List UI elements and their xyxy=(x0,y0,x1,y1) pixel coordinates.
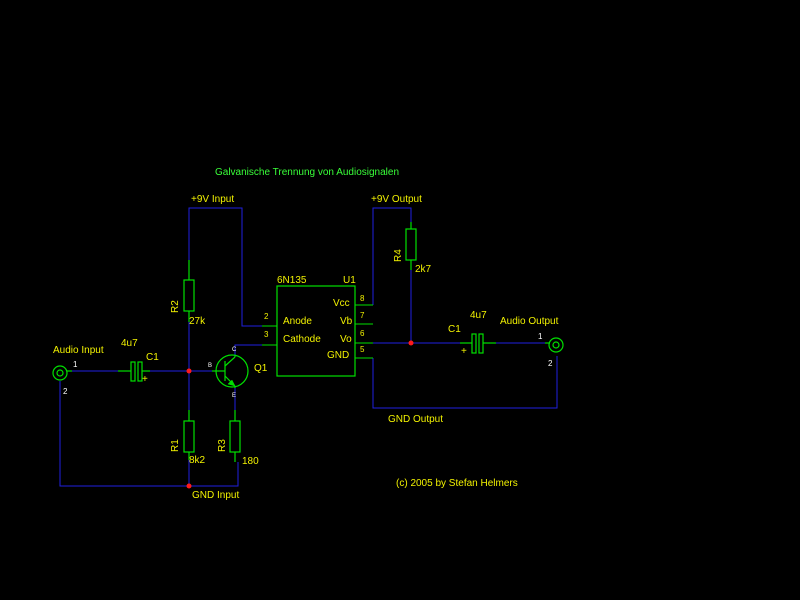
ic-pin-vcc-number: 8 xyxy=(360,294,365,303)
wires xyxy=(59,207,558,487)
net-label-vin: +9V Input xyxy=(191,194,234,205)
ic-pin-anode-number: 2 xyxy=(264,312,269,321)
ic-pin-vo-number: 6 xyxy=(360,329,365,338)
ic-pin-gnd-number: 5 xyxy=(360,345,365,354)
wire-vout xyxy=(372,207,412,305)
junction-base-node xyxy=(186,368,192,374)
q1-base-label: B xyxy=(208,363,212,369)
r1-value: 8k2 xyxy=(189,455,206,466)
net-label-gnd-out: GND Output xyxy=(388,414,443,425)
wire-gnd-in xyxy=(59,381,239,487)
connector-outer-ring xyxy=(548,337,564,353)
c1-input-ref: C1 xyxy=(146,352,159,363)
q1-emitter-label: E xyxy=(232,393,236,399)
r1-ref: R1 xyxy=(170,439,181,452)
audio-output-pin2: 2 xyxy=(548,359,553,368)
ic-part-number: 6N135 xyxy=(277,275,307,286)
schematic-title: Galvanische Trennung von Audiosignalen xyxy=(215,167,399,178)
ic-pin-cathode-name: Cathode xyxy=(283,334,321,345)
ic-pin-vb-name: Vb xyxy=(340,316,353,327)
optocoupler-u1: 6N135 U1 Anode Cathode 2 3 Vcc Vb Vo GND… xyxy=(262,275,373,377)
resistor-r2: R2 27k xyxy=(170,260,206,327)
capacitor-c1-output: 4u7 C1 + xyxy=(448,310,496,357)
q1-collector-label: C xyxy=(232,347,237,353)
transistor-q1: Q1 B C E xyxy=(208,347,268,399)
wire-vin xyxy=(188,207,262,327)
ic-pin-vo-name: Vo xyxy=(340,334,352,345)
q1-ref: Q1 xyxy=(254,363,268,374)
connector-inner-ring xyxy=(56,369,64,377)
wire-collector xyxy=(234,344,262,356)
junction-gnd-in xyxy=(186,483,192,489)
r3-value: 180 xyxy=(242,456,259,467)
c1-input-value: 4u7 xyxy=(121,338,138,349)
ic-pin-vcc-name: Vcc xyxy=(333,298,350,309)
r4-value: 2k7 xyxy=(415,264,432,275)
ic-pin-cathode-number: 3 xyxy=(264,330,269,339)
resistor-r3: R3 180 xyxy=(217,410,259,467)
audio-output-connector: Audio Output 1 2 xyxy=(500,316,564,368)
audio-input-label: Audio Input xyxy=(53,345,104,356)
r4-ref: R4 xyxy=(393,249,404,262)
r2-value: 27k xyxy=(189,316,206,327)
junctions xyxy=(186,340,414,489)
labels: Galvanische Trennung von Audiosignalen +… xyxy=(191,167,518,501)
junction-vo-node xyxy=(408,340,414,346)
audio-input-connector: Audio Input 1 2 xyxy=(52,345,104,396)
connector-outer-ring xyxy=(52,365,68,381)
resistor-r1: R1 8k2 xyxy=(170,410,206,466)
r3-ref: R3 xyxy=(217,439,228,452)
r2-ref: R2 xyxy=(170,300,181,313)
audio-input-pin1: 1 xyxy=(73,360,78,369)
ic-ref: U1 xyxy=(343,275,356,286)
c1-input-polarity: + xyxy=(142,374,148,385)
net-label-vout: +9V Output xyxy=(371,194,422,205)
ic-pin-gnd-name: GND xyxy=(327,350,349,361)
c1-output-value: 4u7 xyxy=(470,310,487,321)
ic-body xyxy=(276,285,356,377)
connector-inner-ring xyxy=(552,341,560,349)
ic-pin-vb-number: 7 xyxy=(360,311,365,320)
copyright-note: (c) 2005 by Stefan Helmers xyxy=(396,478,518,489)
capacitor-c1-input: 4u7 C1 + xyxy=(118,338,159,385)
resistor-r4: R4 2k7 xyxy=(393,222,432,275)
c1-output-polarity: + xyxy=(461,346,467,357)
audio-input-pin2: 2 xyxy=(63,387,68,396)
c1-output-ref: C1 xyxy=(448,324,461,335)
ic-pin-anode-name: Anode xyxy=(283,316,312,327)
audio-output-label: Audio Output xyxy=(500,316,559,327)
audio-output-pin1: 1 xyxy=(538,332,543,341)
net-label-gnd-in: GND Input xyxy=(192,490,239,501)
wire-gnd-out xyxy=(372,356,558,409)
